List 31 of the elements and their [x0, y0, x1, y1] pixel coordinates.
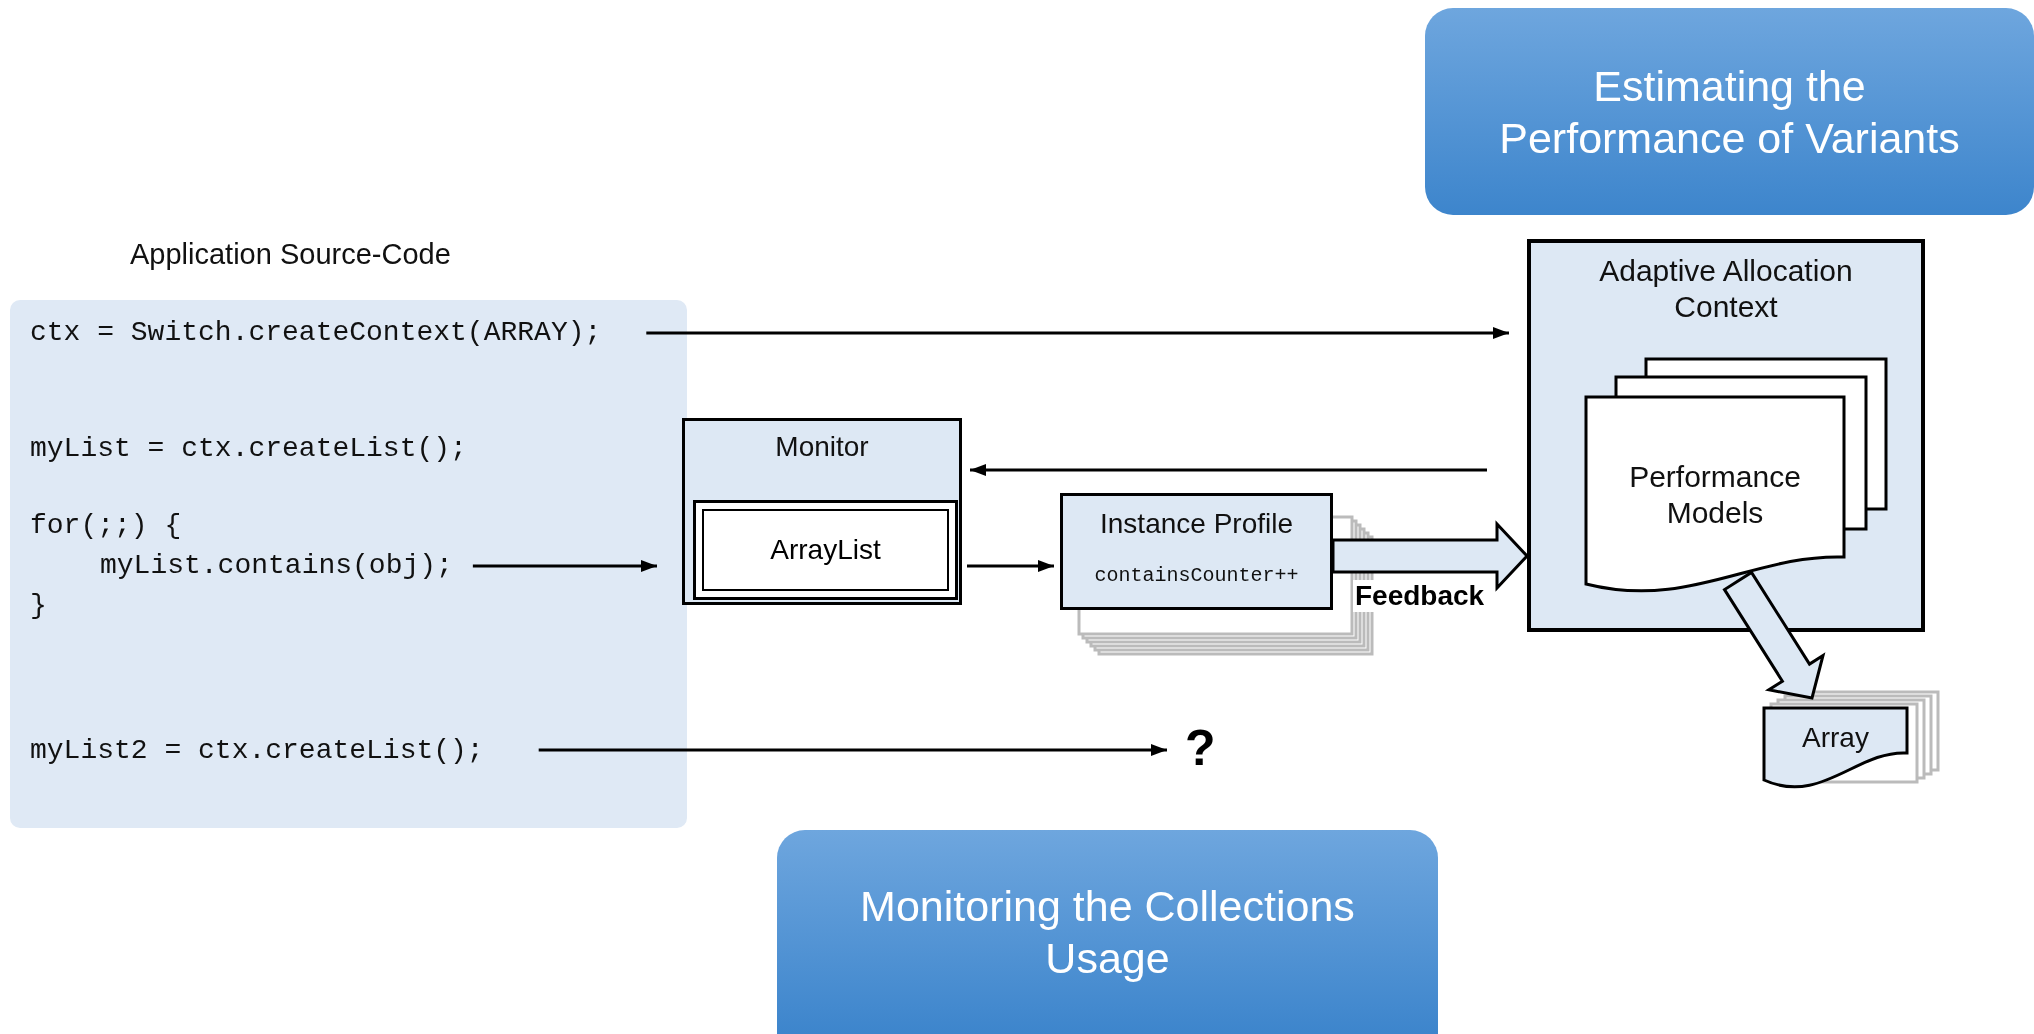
arrow — [970, 464, 1487, 476]
question-mark: ? — [1185, 718, 1216, 778]
code-line: myList = ctx.createList(); — [30, 432, 467, 466]
code-line: myList.contains(obj); — [100, 545, 453, 587]
document-label: Array — [1801, 722, 1870, 754]
arrow — [646, 327, 1509, 339]
box-label: ArrayList — [770, 534, 881, 566]
banner-text: Estimating the Performance of Variants — [1498, 60, 1961, 164]
context-box — [1527, 239, 1925, 632]
code-line: } — [30, 589, 47, 623]
code-line: ctx = Switch.createContext(ARRAY); — [30, 312, 602, 354]
box-title: Monitor — [774, 431, 870, 463]
code-line: for(;;) { — [30, 509, 182, 543]
arrow — [538, 744, 1167, 756]
block-arrow — [1331, 520, 1530, 592]
code-line: myList2 = ctx.createList(); — [30, 730, 484, 772]
edge-label: Feedback — [1353, 580, 1487, 612]
document-label: Performance Models — [1628, 459, 1802, 531]
banner-text: Monitoring the Collections Usage — [859, 881, 1356, 984]
arrow — [472, 560, 657, 572]
block-arrow — [1722, 570, 1826, 700]
box-title: Instance Profile — [1099, 508, 1294, 540]
panel-heading: Application Source-Code — [129, 238, 452, 271]
title-banner — [1425, 8, 2034, 215]
profile-box — [1060, 493, 1333, 610]
box-title: Adaptive Allocation Context — [1598, 253, 1854, 325]
monitor-box — [682, 418, 962, 605]
class-box — [693, 500, 958, 600]
title-banner — [777, 830, 1438, 1034]
code-text: containsCounter++ — [1093, 564, 1300, 587]
arrow — [967, 560, 1054, 572]
